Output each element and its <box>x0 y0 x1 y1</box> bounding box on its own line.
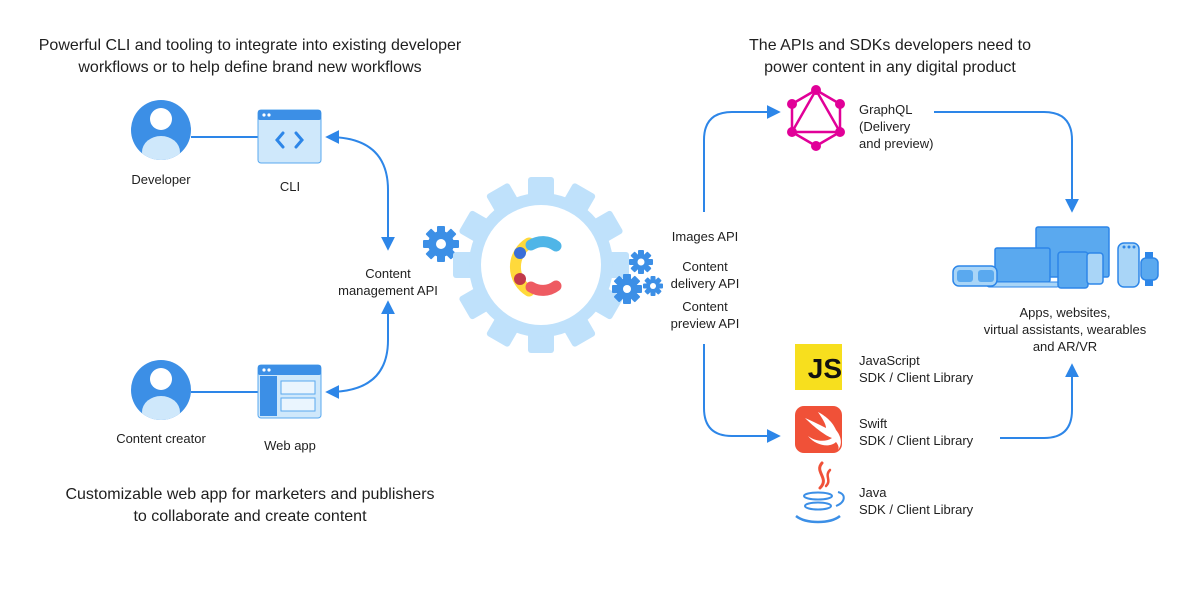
label-line: SDK / Client Library <box>859 502 974 517</box>
java-sdk-label: Java SDK / Client Library <box>859 484 1019 518</box>
java-logo-icon <box>795 461 845 524</box>
label-line: and AR/VR <box>1032 339 1098 354</box>
label-line: (Delivery <box>859 119 911 134</box>
heading-line: Powerful CLI and tooling to integrate in… <box>38 37 462 54</box>
label-line: management API <box>338 283 438 298</box>
api-sdk-arrow <box>703 344 781 443</box>
swift-logo-icon <box>795 406 842 453</box>
graphql-label: GraphQL (Delivery and preview) <box>859 101 979 152</box>
gear-icon <box>629 250 653 274</box>
label-line: Apps, websites, <box>1019 305 1111 320</box>
heading-line: The APIs and SDKs developers need to <box>749 37 1031 54</box>
js-logo-text: JS <box>807 353 842 384</box>
javascript-logo-icon <box>795 344 842 390</box>
cli-description-heading: Powerful CLI and tooling to integrate in… <box>0 35 500 79</box>
label-line: and preview) <box>859 136 934 151</box>
heading-line: workflows or to help define brand new wo… <box>78 59 422 76</box>
swift-sdk-label: Swift SDK / Client Library <box>859 415 1019 449</box>
graphql-logo-icon <box>787 85 845 151</box>
contentful-logo-icon <box>509 236 562 297</box>
content-creator-avatar <box>131 360 191 420</box>
cma-label: Content management API <box>318 265 458 299</box>
label-line: SDK / Client Library <box>859 370 974 385</box>
preview-api-label: Content preview API <box>655 298 755 332</box>
webapp-cma-arrow <box>325 300 395 399</box>
javascript-sdk-label: JavaScript SDK / Client Library <box>859 352 1019 386</box>
gear-icon <box>612 274 642 304</box>
images-api-label: Images API <box>671 229 739 244</box>
graphql-devices-arrow <box>934 111 1079 213</box>
label-line: virtual assistants, wearables <box>983 322 1147 337</box>
content-creator-label: Content creator <box>116 431 206 446</box>
label-line: Java <box>859 485 887 500</box>
apis-description-heading: The APIs and SDKs developers need to pow… <box>660 35 1120 79</box>
gear-icon <box>643 276 663 296</box>
cli-window-icon <box>257 109 322 164</box>
api-graphql-arrow <box>703 105 781 212</box>
label-line: Content <box>682 259 728 274</box>
label-line: SDK / Client Library <box>859 433 974 448</box>
label-line: Swift <box>859 416 888 431</box>
heading-line: to collaborate and create content <box>133 508 367 525</box>
sdk-devices-arrow <box>1000 363 1079 439</box>
contentful-core-gear <box>453 177 629 353</box>
developer-label: Developer <box>131 172 191 187</box>
webapp-label: Web app <box>264 438 316 453</box>
label-line: JavaScript <box>859 353 920 368</box>
webapp-description-heading: Customizable web app for marketers and p… <box>0 484 500 528</box>
delivery-api-label: Content delivery API <box>655 258 755 292</box>
heading-line: power content in any digital product <box>764 59 1016 76</box>
devices-illustration-icon <box>952 226 1159 289</box>
label-line: Content <box>682 299 728 314</box>
cli-cma-arrow <box>325 130 395 251</box>
label-line: preview API <box>670 316 740 331</box>
gear-icon <box>423 226 459 262</box>
heading-line: Customizable web app for marketers and p… <box>65 486 435 503</box>
label-line: Content <box>365 266 411 281</box>
label-line: GraphQL <box>859 102 913 117</box>
label-line: delivery API <box>670 276 740 291</box>
webapp-window-icon <box>257 364 322 419</box>
developer-avatar <box>131 100 191 160</box>
cli-label: CLI <box>279 179 301 194</box>
apps-devices-label: Apps, websites, virtual assistants, wear… <box>960 304 1170 355</box>
